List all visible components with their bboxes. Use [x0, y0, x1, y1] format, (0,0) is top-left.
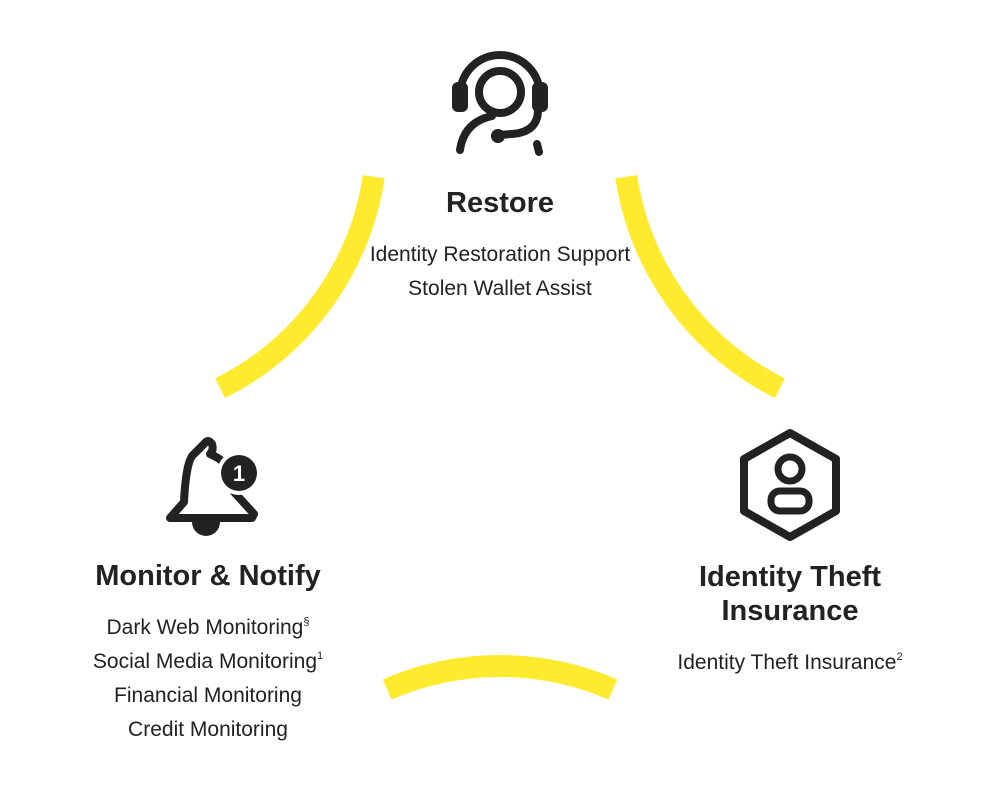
- item-text: Social Media Monitoring: [92, 650, 317, 673]
- restore-title: Restore: [446, 187, 554, 219]
- monitor-item: Dark Web Monitoring§: [107, 616, 310, 640]
- restore-item: Identity Restoration Support: [370, 243, 630, 267]
- item-text: Dark Web Monitoring: [106, 616, 304, 639]
- item-text: Identity Restoration Support: [369, 243, 631, 266]
- item-text: Credit Monitoring: [128, 718, 288, 741]
- monitor-item: Social Media Monitoring1: [93, 650, 323, 674]
- insurance-title-line2: Insurance: [721, 595, 859, 627]
- insurance-title-line1: Identity Theft: [698, 561, 882, 593]
- headset-icon: [452, 51, 548, 156]
- item-text: Financial Monitoring: [114, 684, 302, 707]
- ring-arc-right: [615, 175, 785, 399]
- notification-badge: 1: [233, 461, 245, 486]
- restore-item: Stolen Wallet Assist: [408, 277, 592, 301]
- footnote-marker: §: [303, 616, 310, 628]
- footnote-marker: 2: [896, 651, 903, 663]
- monitor-item: Credit Monitoring: [128, 718, 288, 742]
- monitor-title: Monitor & Notify: [95, 560, 321, 592]
- monitor-item: Financial Monitoring: [114, 684, 302, 708]
- bell-notification-icon: 1: [166, 437, 261, 536]
- ring-arc-bottom: [382, 655, 618, 700]
- footnote-marker: 1: [316, 650, 324, 662]
- item-text: Identity Theft Insurance: [677, 651, 897, 674]
- hexagon-user-icon: [740, 429, 840, 541]
- ring-arc-left: [215, 175, 385, 399]
- insurance-item: Identity Theft Insurance2: [677, 651, 902, 675]
- item-text: Stolen Wallet Assist: [408, 277, 592, 300]
